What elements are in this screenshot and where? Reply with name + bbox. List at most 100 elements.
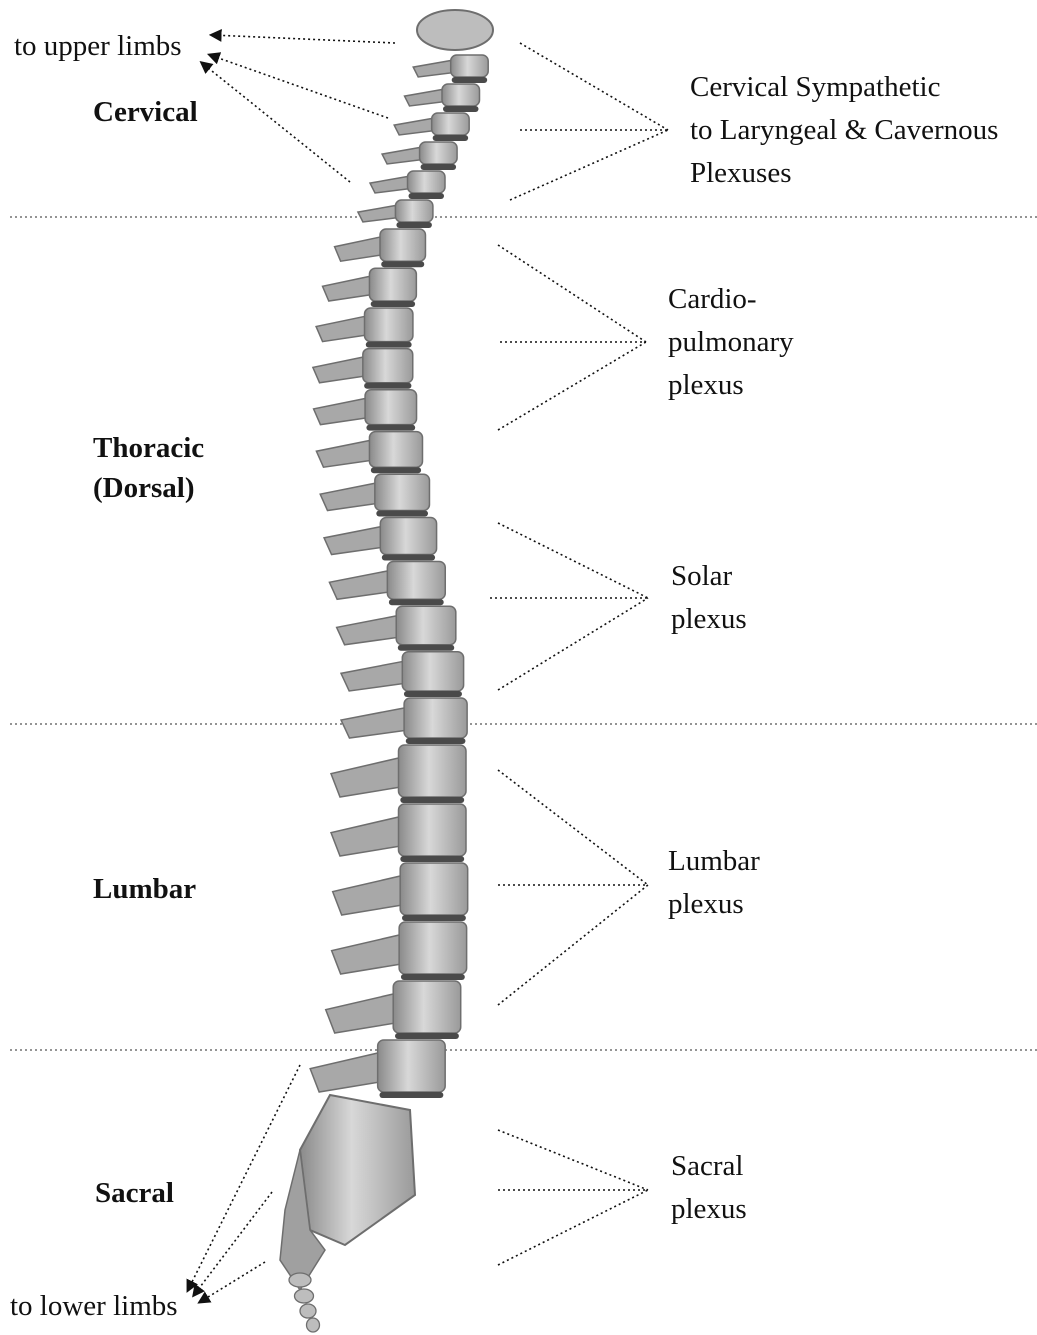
vertebral-body	[395, 200, 433, 222]
spinous-process	[333, 876, 405, 915]
cervical-plexus-line3: Plexuses	[690, 152, 998, 195]
region-label-thoracic: Thoracic (Dorsal)	[93, 428, 204, 508]
intervertebral-disc	[406, 738, 466, 744]
vertebral-body	[408, 171, 446, 193]
spinous-process	[332, 935, 404, 974]
intervertebral-disc	[433, 135, 469, 141]
solar-plexus-line1: Solar	[671, 555, 747, 598]
spinous-process	[394, 119, 434, 136]
coccyx-segment	[289, 1273, 311, 1287]
region-label-lumbar: Lumbar	[93, 869, 196, 909]
cervical-plexus-label: Cervical Sympathetic to Laryngeal & Cave…	[690, 66, 998, 195]
spinous-process	[370, 177, 410, 194]
vertebral-body	[365, 308, 413, 342]
spinous-process	[320, 483, 378, 510]
solar-plexus-pointer	[490, 523, 648, 690]
intervertebral-disc	[404, 691, 462, 697]
sacral-plexus-line1: Sacral	[671, 1145, 747, 1188]
cervical-plexus-pointer	[510, 43, 668, 200]
solar-plexus-label: Solar plexus	[671, 555, 747, 641]
spinous-process	[313, 357, 366, 383]
intervertebral-disc	[409, 193, 445, 199]
vertebral-body	[399, 745, 467, 797]
vertebral-body	[393, 981, 461, 1033]
spinous-process	[337, 616, 401, 645]
cervical-plexus-line1: Cervical Sympathetic	[690, 66, 998, 109]
spinous-process	[329, 571, 391, 599]
vertebral-body	[380, 518, 436, 555]
spinous-process	[405, 90, 445, 107]
spinous-process	[326, 994, 398, 1033]
plexus-pointers	[490, 43, 668, 1265]
upper-limb-arrow-2	[210, 55, 388, 118]
cardiopulmonary-plexus-pointer	[498, 245, 646, 430]
region-label-thoracic-line2: (Dorsal)	[93, 468, 204, 508]
cardiopulmonary-line1: Cardio-	[668, 278, 794, 321]
vertebral-body	[402, 652, 463, 691]
upper-limb-arrow-3	[202, 63, 350, 182]
vertebral-body	[375, 474, 430, 510]
upper-limb-arrow-1	[212, 35, 395, 43]
vertebral-body	[399, 804, 467, 856]
spinous-process	[316, 441, 373, 468]
intervertebral-disc	[366, 342, 412, 348]
vertebral-body	[369, 432, 422, 468]
coccyx-segment	[295, 1289, 314, 1303]
intervertebral-disc	[371, 467, 421, 473]
spinous-process	[323, 276, 373, 301]
vertebral-body	[396, 606, 456, 644]
spinous-process	[316, 316, 368, 341]
intervertebral-disc	[398, 645, 454, 651]
spinous-process	[341, 662, 406, 691]
cervical-plexus-line2: to Laryngeal & Cavernous	[690, 109, 998, 152]
spinous-process	[358, 206, 398, 223]
region-dividers	[10, 217, 1037, 1050]
vertebral-body	[378, 1040, 446, 1092]
intervertebral-disc	[421, 164, 457, 170]
intervertebral-disc	[381, 261, 424, 267]
region-label-sacral: Sacral	[95, 1173, 174, 1213]
intervertebral-disc	[376, 511, 428, 517]
lower-limbs-label: to lower limbs	[10, 1286, 178, 1326]
intervertebral-disc	[443, 106, 479, 112]
vertebral-body	[451, 55, 489, 77]
vertebral-body	[404, 698, 467, 738]
coccyx-segment	[300, 1304, 316, 1318]
sacral-plexus-pointer	[498, 1130, 648, 1265]
spinal-column-illustration	[280, 10, 493, 1332]
intervertebral-disc	[366, 425, 415, 431]
spinous-process	[331, 758, 403, 797]
vertebral-body	[420, 142, 458, 164]
coccyx-segment	[307, 1318, 320, 1332]
intervertebral-disc	[402, 915, 466, 921]
intervertebral-disc	[364, 383, 411, 389]
vertebral-body	[369, 268, 416, 301]
spinous-process	[413, 61, 453, 78]
sacral-plexus-line2: plexus	[671, 1188, 747, 1231]
vertebral-body	[380, 229, 425, 261]
lumbar-plexus-line2: plexus	[668, 883, 760, 926]
intervertebral-disc	[395, 1033, 459, 1039]
intervertebral-disc	[396, 222, 432, 228]
vertebral-body	[365, 390, 416, 425]
region-label-cervical: Cervical	[93, 92, 198, 132]
intervertebral-disc	[379, 1092, 443, 1098]
lower-limb-arrow-3	[200, 1262, 265, 1302]
vertebral-body	[400, 863, 468, 915]
intervertebral-disc	[401, 974, 465, 980]
spinous-process	[310, 1053, 382, 1092]
lower-limb-arrow-2	[194, 1192, 272, 1295]
upper-limbs-label: to upper limbs	[14, 26, 182, 66]
vertebral-body	[432, 113, 470, 135]
lumbar-plexus-pointer	[498, 770, 648, 1005]
spinous-process	[331, 817, 403, 856]
lumbar-plexus-line1: Lumbar	[668, 840, 760, 883]
spinous-process	[335, 237, 383, 261]
intervertebral-disc	[382, 555, 435, 561]
intervertebral-disc	[371, 301, 415, 307]
lumbar-plexus-label: Lumbar plexus	[668, 840, 760, 926]
sacral-plexus-label: Sacral plexus	[671, 1145, 747, 1231]
spinous-process	[341, 708, 408, 738]
spinous-process	[314, 398, 369, 424]
